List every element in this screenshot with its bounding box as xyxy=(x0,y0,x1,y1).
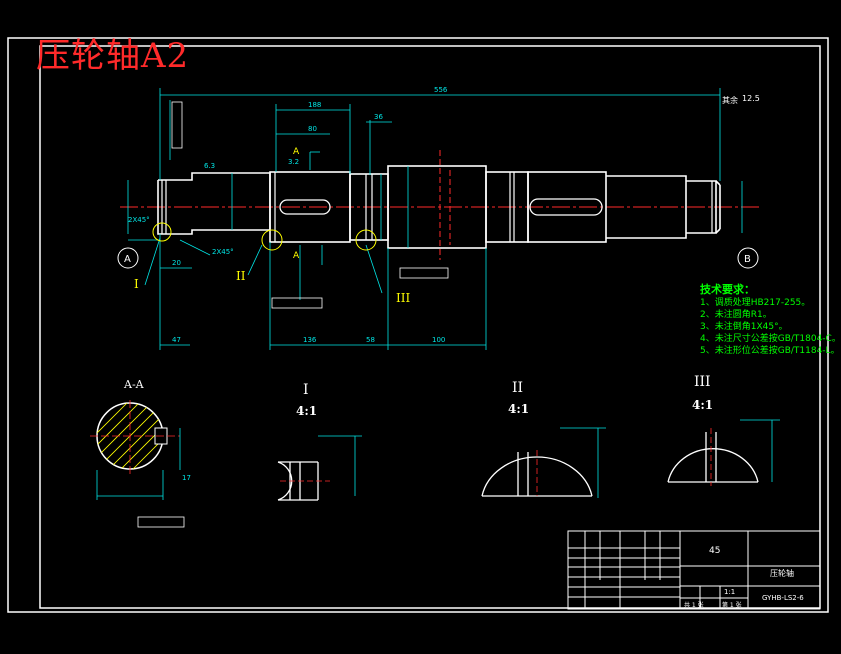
view-marker-a-bottom: A xyxy=(293,251,300,261)
dimension-lines xyxy=(127,88,743,350)
drawing-title: 压轮轴A2 xyxy=(36,36,190,76)
dim-overall-length: 556 xyxy=(434,86,448,94)
scale-value: 1:1 xyxy=(724,588,736,596)
technical-requirement-item: 2、未注圆角R1。 xyxy=(700,310,772,320)
tolerance-frame-2 xyxy=(399,267,449,279)
detail-circle-3 xyxy=(355,229,377,251)
tolerance-frame-1 xyxy=(271,297,323,309)
detail-3-label: III xyxy=(694,374,711,390)
sheet-count: 共 1 张 xyxy=(684,602,704,609)
detail-1-view xyxy=(277,435,362,501)
red-center-marks xyxy=(439,150,451,260)
dim-80: 80 xyxy=(308,125,317,133)
technical-requirement-item: 5、未注形位公差按GB/T1184-L。 xyxy=(700,346,840,356)
keyway-right xyxy=(529,198,603,216)
dim-47: 47 xyxy=(172,336,181,344)
outer-frame xyxy=(7,37,829,613)
keyway-left xyxy=(279,199,331,215)
dim-136: 136 xyxy=(303,336,317,344)
technical-requirement-item: 4、未注尺寸公差按GB/T1804-C。 xyxy=(700,334,841,344)
sheet-number: 第 1 张 xyxy=(722,602,742,609)
drawing-number: GYHB-LS2-6 xyxy=(762,594,804,602)
detail-2-scale: 4:1 xyxy=(508,402,530,416)
technical-requirements-heading: 技术要求： xyxy=(700,283,755,296)
leader-label-1: I xyxy=(134,277,139,291)
inner-frame xyxy=(39,45,821,609)
section-aa-view xyxy=(90,400,181,500)
chamfer-mid-label: 2X45° xyxy=(212,248,234,256)
detail-circle-1 xyxy=(152,222,172,242)
datum-b-label: B xyxy=(744,254,751,265)
dim-36: 36 xyxy=(374,113,383,121)
section-aa-label: A-A xyxy=(124,378,144,391)
groove-lines xyxy=(161,172,713,242)
datum-b-circle xyxy=(737,247,759,269)
tolerance-frame-3 xyxy=(137,516,185,528)
detail-2-label: II xyxy=(512,380,524,396)
detail-1-scale: 4:1 xyxy=(296,404,318,418)
technical-requirements: 技术要求： 1、调质处理HB217-255。 2、未注圆角R1。 3、未注倒角1… xyxy=(700,282,841,357)
dim-100: 100 xyxy=(432,336,445,344)
tolerance-frame-4 xyxy=(171,101,183,149)
datum-a-circle xyxy=(117,247,139,269)
technical-requirement-item: 1、调质处理HB217-255。 xyxy=(700,298,811,308)
leader-label-3: III xyxy=(396,291,410,305)
roughness-125: 12.5 xyxy=(742,94,760,103)
shaft-outline xyxy=(157,165,721,249)
title-block xyxy=(567,530,821,610)
datum-a-label: A xyxy=(124,254,131,265)
detail-3-view xyxy=(667,419,780,486)
roughness-32: 3.2 xyxy=(288,158,299,166)
leader-label-2: II xyxy=(236,269,246,283)
detail-2-view xyxy=(481,427,606,498)
chamfer-left-label: 2X45° xyxy=(128,216,150,224)
part-name: 压轮轴 xyxy=(770,569,794,578)
dim-188: 188 xyxy=(308,101,321,109)
dim-17: 17 xyxy=(182,474,191,482)
dim-20: 20 xyxy=(172,259,181,267)
detail-3-scale: 4:1 xyxy=(692,398,714,412)
detail-1-label: I xyxy=(303,382,309,398)
technical-requirement-item: 3、未注倒角1X45°。 xyxy=(700,322,788,332)
dim-58: 58 xyxy=(366,336,375,344)
detail-circle-2 xyxy=(261,229,283,251)
rest-note: 其余 xyxy=(722,95,738,105)
material-label: 45 xyxy=(709,546,721,556)
roughness-63: 6.3 xyxy=(204,162,215,170)
view-marker-a-top: A xyxy=(293,147,300,157)
